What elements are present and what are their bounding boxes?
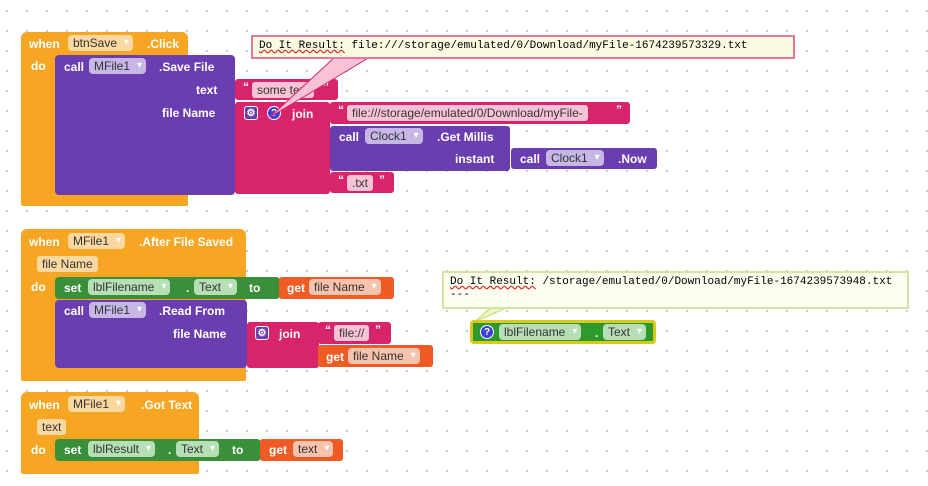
now-label: .Now [618,152,647,166]
filename-param-label: file Name [162,106,216,120]
do-it-result-tooltip-2: Do It Result: /storage/emulated/0/Downlo… [442,271,909,309]
get-var-dropdown[interactable]: file Name [348,348,420,364]
quote-open: “ [243,80,249,94]
set-property-dropdown[interactable]: Text [194,279,238,295]
set-lblresult-text[interactable] [55,439,261,461]
method-label: .Save File [159,60,215,74]
result-extra: --- [450,289,470,301]
quote-close: ” [375,323,381,337]
quote-close: ” [616,103,622,117]
param-text[interactable]: text [37,419,67,435]
do-it-result-tooltip-1: Do It Result: file:///storage/emulated/0… [251,35,795,59]
to-label: to [249,281,261,295]
quote-open: “ [338,173,344,187]
get-var-dropdown[interactable]: file Name [309,279,381,295]
result-label: Do It Result: [259,40,345,52]
clock-component-dropdown[interactable]: Clock1 [365,128,423,144]
get-millis-label: .Get Millis [437,130,494,144]
get-label: get [269,443,287,457]
save-file-call[interactable] [55,55,235,195]
set-component-dropdown[interactable]: lblFilename [88,279,171,295]
gear-icon[interactable]: ⚙ [255,326,269,340]
to-label: to [232,443,244,457]
set-component-dropdown[interactable]: lblResult [88,441,156,457]
suffix-string-value[interactable]: .txt [347,175,374,191]
tooltip-pointer [269,56,372,118]
gear-icon[interactable]: ⚙ [244,106,258,120]
join-label: join [292,107,314,121]
quote-close: ” [379,173,385,187]
set-property-dropdown[interactable]: Text [176,441,220,457]
prefix-string-value[interactable]: file:// [334,325,370,341]
event-label: .After File Saved [139,235,234,249]
do-label: do [31,59,46,73]
when-label: when [29,235,60,249]
param-file-name[interactable]: file Name [37,256,98,272]
filename-param-label: file Name [173,327,227,341]
when-label: when [29,37,60,51]
help-icon[interactable]: ? [480,325,494,339]
call-label: call [64,60,85,74]
quote-open: “ [338,103,344,117]
prefix-string-value[interactable]: file:///storage/emulated/0/Download/myFi… [347,105,588,121]
dot-label: . [595,326,599,340]
join-label: join [279,327,301,341]
now-component-dropdown[interactable]: Clock1 [546,150,604,166]
component-dropdown[interactable]: MFile1 [68,233,126,249]
dot-label: . [168,443,172,457]
do-label: do [31,443,46,457]
call-label: call [339,130,360,144]
read-from-call[interactable] [55,300,247,368]
call-component-dropdown[interactable]: MFile1 [89,302,147,318]
call-label: call [520,152,541,166]
read-from-label: .Read From [159,304,226,318]
event-label: .Click [147,37,180,51]
set-label: set [64,281,82,295]
get-label: get [326,350,344,364]
call-label: call [64,304,85,318]
result-value: /storage/emulated/0/Download/myFile-1674… [542,276,893,288]
result-value: file:///storage/emulated/0/Download/myFi… [351,40,748,52]
set-label: set [64,443,82,457]
dot-label: . [186,281,190,295]
result-label: Do It Result: [450,276,536,288]
when-label: when [29,398,60,412]
component-dropdown[interactable]: MFile1 [68,396,126,412]
getter-property-dropdown[interactable]: Text [603,324,647,340]
get-var-dropdown[interactable]: text [293,441,334,457]
get-label: get [287,281,305,295]
quote-open: “ [325,323,331,337]
instant-param-label: instant [455,152,495,166]
text-param-label: text [196,83,218,97]
file-component-dropdown[interactable]: MFile1 [89,58,147,74]
do-label: do [31,280,46,294]
quote-close: ” [323,80,329,94]
component-dropdown[interactable]: btnSave [68,35,134,51]
event-label: .Got Text [141,398,193,412]
getter-component-dropdown[interactable]: lblFilename [499,324,582,340]
